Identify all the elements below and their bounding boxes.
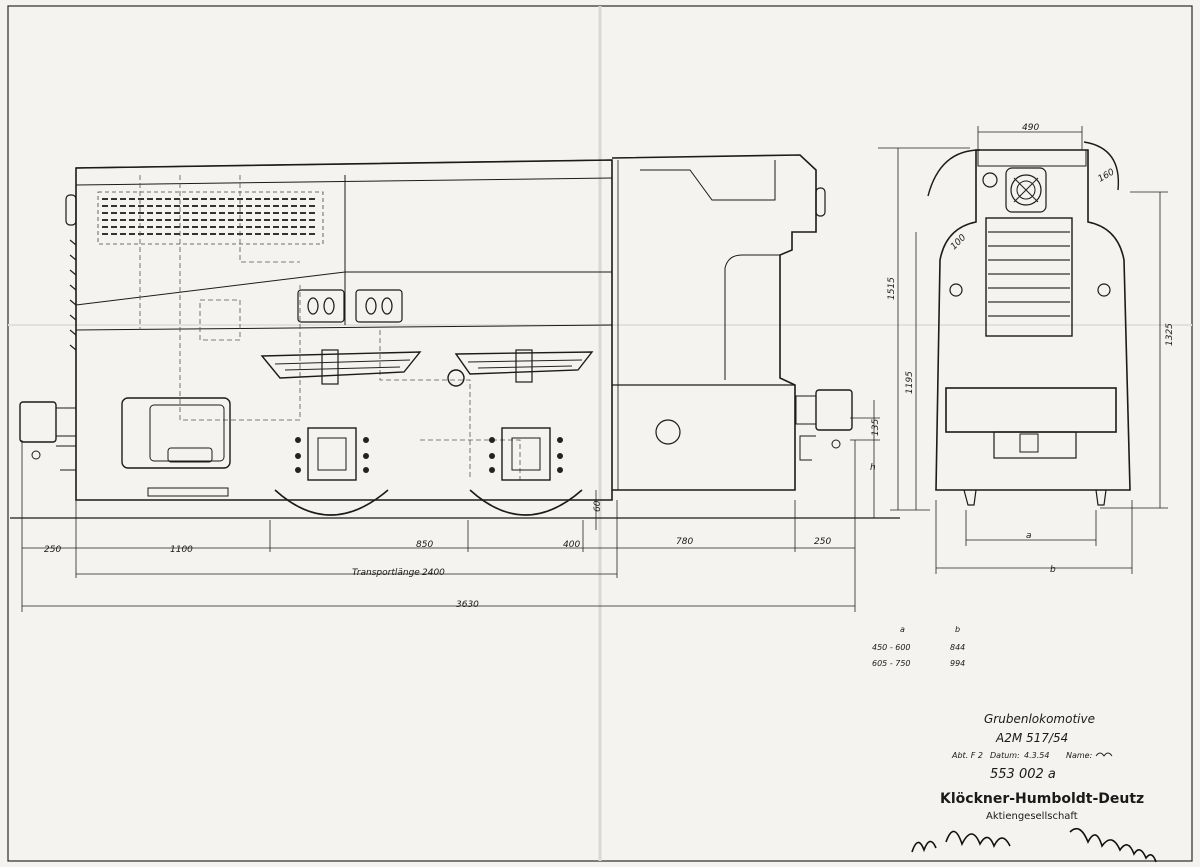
wheel-rear — [469, 489, 583, 516]
coupling-height-label: h — [870, 463, 876, 473]
drawing-title: Grubenlokomotive — [984, 712, 1095, 726]
cab-inspection-port — [655, 419, 681, 445]
dim-250-front: 250 — [44, 545, 61, 555]
wheel-front — [274, 489, 389, 516]
drawing-datum-value: 4.3.54 — [1024, 751, 1049, 760]
wheel-offset: 60 — [593, 500, 603, 512]
dim-850: 850 — [416, 540, 433, 550]
end-height-mid: 1195 — [905, 371, 915, 394]
end-width-label: b — [1050, 565, 1056, 575]
access-plate-right — [355, 289, 403, 323]
end-lamp — [982, 172, 998, 188]
access-plate-left — [297, 289, 345, 323]
gauge-table-row-2-a: 605 - 750 — [872, 659, 911, 668]
coupling-offset: 135 — [871, 419, 881, 436]
axlebox-front — [295, 427, 369, 481]
signature — [911, 827, 1157, 863]
louvre-grille — [97, 191, 324, 245]
drawing-model: A2M 517/54 — [995, 731, 1068, 745]
drafter-initials-signature — [1095, 752, 1113, 757]
axlebox-rear — [489, 427, 563, 481]
dim-780: 780 — [676, 537, 693, 547]
end-buffer-beam — [945, 387, 1117, 433]
hood-outline — [75, 159, 613, 501]
overall-length: 3630 — [456, 600, 479, 610]
gauge-table-row-1-a: 450 - 600 — [872, 643, 911, 652]
gauge-table-row-1-b: 844 — [950, 643, 965, 652]
end-top-width: 490 — [1022, 123, 1039, 133]
side-view — [19, 154, 853, 516]
transport-length-value: 2400 — [422, 568, 445, 578]
dim-250-rear: 250 — [814, 537, 831, 547]
title-block: Grubenlokomotive A2M 517/54 Abt. F 2 Dat… — [911, 712, 1157, 863]
drawing-name-label: Name: — [1066, 751, 1093, 760]
end-dimensions — [878, 126, 1168, 574]
company-name: Klöckner-Humboldt-Deutz — [940, 791, 1144, 807]
gauge-table: a b 450 - 600 844 605 - 750 994 — [872, 625, 965, 668]
end-view-outline — [935, 149, 1131, 491]
drawing-datum-label: Datum: — [990, 751, 1020, 760]
gauge-table-header-b: b — [955, 625, 960, 634]
frame-hatch — [121, 397, 231, 469]
headlamp-front — [65, 194, 77, 226]
gauge-table-row-2-b: 994 — [950, 659, 965, 668]
drawing-number: 553 002 a — [990, 767, 1056, 782]
dim-1100: 1100 — [170, 545, 193, 555]
gauge-table-header-a: a — [900, 625, 905, 634]
company-subtitle: Aktiengesellschaft — [986, 811, 1078, 822]
cab-outline — [611, 154, 817, 491]
sanding-port — [447, 369, 465, 387]
leaf-spring-front — [260, 349, 422, 385]
end-corner-radius: 160 — [1097, 167, 1117, 184]
buffer-rear — [795, 389, 853, 461]
buffer-front — [19, 401, 77, 471]
fan-icon — [1005, 167, 1047, 213]
end-view — [927, 141, 1131, 506]
headlamp-rear — [815, 187, 826, 217]
transport-length-label: Transportlänge — [352, 568, 420, 578]
end-height-frame: 1325 — [1165, 323, 1175, 346]
side-dimensions — [21, 400, 880, 612]
leaf-spring-rear — [454, 349, 594, 383]
end-radiator — [985, 217, 1073, 337]
drawing-abt: Abt. F 2 — [951, 751, 983, 760]
end-height-overall: 1515 — [887, 277, 897, 300]
dim-400: 400 — [563, 540, 580, 550]
end-gauge-label: a — [1026, 531, 1032, 541]
